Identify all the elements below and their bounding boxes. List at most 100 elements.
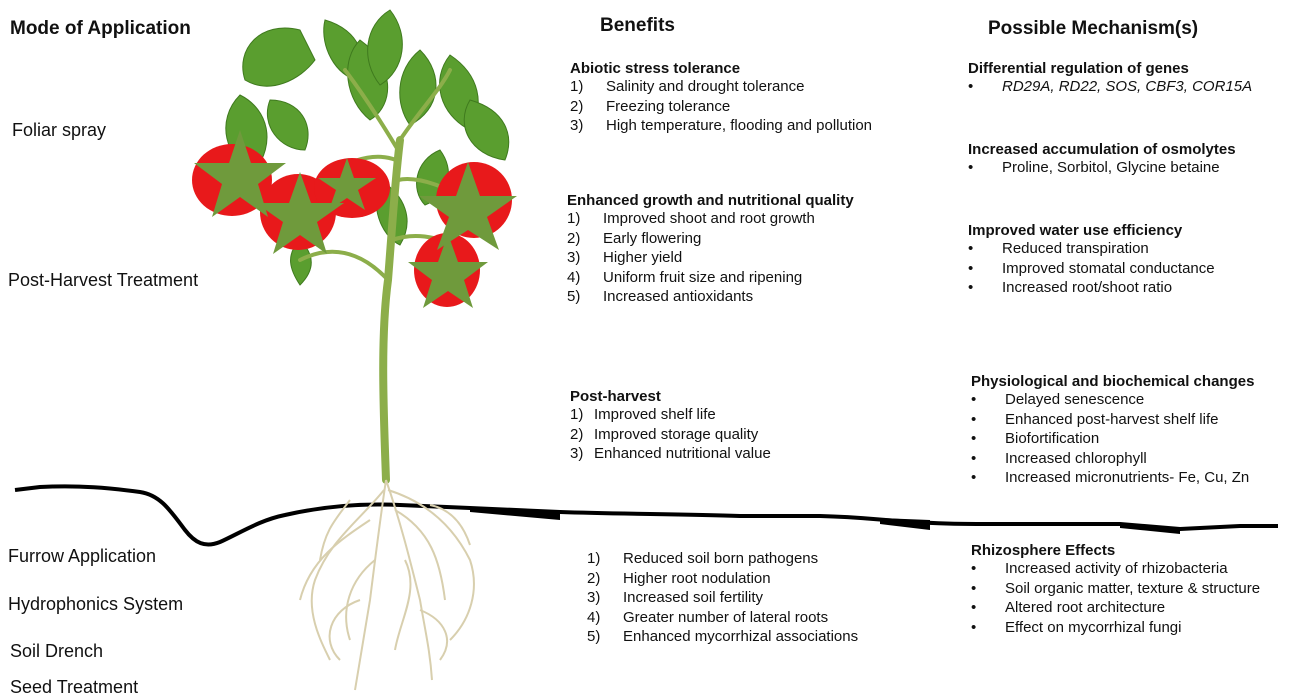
item-text: Early flowering <box>603 230 701 247</box>
section-title: Differential regulation of genes <box>968 60 1252 77</box>
item-text: RD29A, RD22, SOS, CBF3, COR15A <box>1002 78 1252 95</box>
item-number: 2) <box>567 229 603 249</box>
item-text: Freezing tolerance <box>606 98 730 115</box>
item-text: Effect on mycorrhizal fungi <box>1005 619 1181 636</box>
bullet-list: •RD29A, RD22, SOS, CBF3, COR15A <box>968 77 1252 97</box>
leaf <box>243 28 315 86</box>
item-text: Enhanced post-harvest shelf life <box>1005 411 1218 428</box>
bullet-icon: • <box>971 410 1005 430</box>
item-text: Altered root architecture <box>1005 599 1165 616</box>
list-item: •Enhanced post-harvest shelf life <box>971 410 1254 430</box>
list-item: •Increased root/shoot ratio <box>968 278 1215 298</box>
list-item: 3)Higher yield <box>567 248 854 268</box>
bullet-list: •Reduced transpiration •Improved stomata… <box>968 239 1215 298</box>
item-text: Enhanced mycorrhizal associations <box>623 628 858 645</box>
item-number: 3) <box>570 116 606 136</box>
item-number: 1) <box>570 405 594 425</box>
item-text: Salinity and drought tolerance <box>606 78 804 95</box>
list-item: •Delayed senescence <box>971 390 1254 410</box>
mechanism-rhizosphere: Rhizosphere Effects •Increased activity … <box>971 542 1260 637</box>
list-item: 3)High temperature, flooding and polluti… <box>570 116 872 136</box>
leaf <box>464 100 508 160</box>
list-item: 3)Increased soil fertility <box>587 588 858 608</box>
section-title: Enhanced growth and nutritional quality <box>567 192 854 209</box>
bullet-list: •Increased activity of rhizobacteria •So… <box>971 559 1260 637</box>
item-number: 3) <box>587 588 623 608</box>
bullet-icon: • <box>971 449 1005 469</box>
bullet-icon: • <box>971 559 1005 579</box>
section-title: Improved water use efficiency <box>968 222 1215 239</box>
bullet-icon: • <box>971 390 1005 410</box>
list-item: •Increased chlorophyll <box>971 449 1254 469</box>
soil-line <box>15 486 1278 544</box>
mechanism-osmolytes: Increased accumulation of osmolytes •Pro… <box>968 141 1236 178</box>
list-item: 5)Increased antioxidants <box>567 287 854 307</box>
item-number: 1) <box>587 549 623 569</box>
list-item: •Increased activity of rhizobacteria <box>971 559 1260 579</box>
section-title: Rhizosphere Effects <box>971 542 1260 559</box>
item-number: 2) <box>587 569 623 589</box>
list-item: •Effect on mycorrhizal fungi <box>971 618 1260 638</box>
header-mode-of-application: Mode of Application <box>10 18 191 40</box>
list-item: 2)Freezing tolerance <box>570 97 872 117</box>
bullet-list: •Proline, Sorbitol, Glycine betaine <box>968 158 1236 178</box>
leaf <box>267 100 308 150</box>
item-text: Higher root nodulation <box>623 570 771 587</box>
mechanism-gene-regulation: Differential regulation of genes •RD29A,… <box>968 60 1252 97</box>
item-number: 4) <box>567 268 603 288</box>
list-item: 4)Uniform fruit size and ripening <box>567 268 854 288</box>
item-text: Increased soil fertility <box>623 589 763 606</box>
list-item: 1)Improved shoot and root growth <box>567 209 854 229</box>
list-item: •Reduced transpiration <box>968 239 1215 259</box>
list-item: 5)Enhanced mycorrhizal associations <box>587 627 858 647</box>
item-text: Increased micronutrients- Fe, Cu, Zn <box>1005 469 1249 486</box>
bullet-list: •Delayed senescence •Enhanced post-harve… <box>971 390 1254 488</box>
benefit-growth-nutrition: Enhanced growth and nutritional quality … <box>567 192 854 307</box>
list-item: 1)Reduced soil born pathogens <box>587 549 858 569</box>
list-item: •RD29A, RD22, SOS, CBF3, COR15A <box>968 77 1252 97</box>
item-text: Improved shoot and root growth <box>603 210 815 227</box>
section-title: Increased accumulation of osmolytes <box>968 141 1236 158</box>
list-item: 2)Higher root nodulation <box>587 569 858 589</box>
list-item: 1)Salinity and drought tolerance <box>570 77 872 97</box>
item-text: Reduced transpiration <box>1002 240 1149 257</box>
list-item: 1)Improved shelf life <box>570 405 771 425</box>
benefit-abiotic-stress: Abiotic stress tolerance 1)Salinity and … <box>570 60 872 136</box>
item-text: Enhanced nutritional value <box>594 445 771 462</box>
item-number: 3) <box>570 444 594 464</box>
mode-post-harvest-treatment: Post-Harvest Treatment <box>8 270 198 291</box>
list-item: •Increased micronutrients- Fe, Cu, Zn <box>971 468 1254 488</box>
header-benefits: Benefits <box>600 15 675 37</box>
mechanism-water-use: Improved water use efficiency •Reduced t… <box>968 222 1215 298</box>
bullet-icon: • <box>971 429 1005 449</box>
bullet-icon: • <box>971 618 1005 638</box>
bullet-icon: • <box>968 278 1002 298</box>
bullet-icon: • <box>971 468 1005 488</box>
item-number: 3) <box>567 248 603 268</box>
numbered-list: 1)Salinity and drought tolerance 2)Freez… <box>570 77 872 136</box>
item-text: Increased chlorophyll <box>1005 450 1147 467</box>
benefit-post-harvest: Post-harvest 1)Improved shelf life 2)Imp… <box>570 388 771 464</box>
item-text: Higher yield <box>603 249 682 266</box>
list-item: •Proline, Sorbitol, Glycine betaine <box>968 158 1236 178</box>
mode-furrow-application: Furrow Application <box>8 546 156 567</box>
plant-roots <box>300 480 474 690</box>
benefit-soil: 1)Reduced soil born pathogens 2)Higher r… <box>587 549 858 647</box>
list-item: •Altered root architecture <box>971 598 1260 618</box>
numbered-list: 1)Improved shoot and root growth 2)Early… <box>567 209 854 307</box>
item-text: Increased root/shoot ratio <box>1002 279 1172 296</box>
item-number: 4) <box>587 608 623 628</box>
bullet-icon: • <box>968 77 1002 97</box>
item-number: 2) <box>570 97 606 117</box>
bullet-icon: • <box>968 158 1002 178</box>
numbered-list: 1)Improved shelf life 2)Improved storage… <box>570 405 771 464</box>
section-title: Abiotic stress tolerance <box>570 60 872 77</box>
list-item: 3)Enhanced nutritional value <box>570 444 771 464</box>
item-text: Biofortification <box>1005 430 1099 447</box>
list-item: 2)Early flowering <box>567 229 854 249</box>
bullet-icon: • <box>971 598 1005 618</box>
bullet-icon: • <box>968 259 1002 279</box>
bullet-icon: • <box>968 239 1002 259</box>
list-item: •Soil organic matter, texture & structur… <box>971 579 1260 599</box>
item-text: Proline, Sorbitol, Glycine betaine <box>1002 159 1220 176</box>
